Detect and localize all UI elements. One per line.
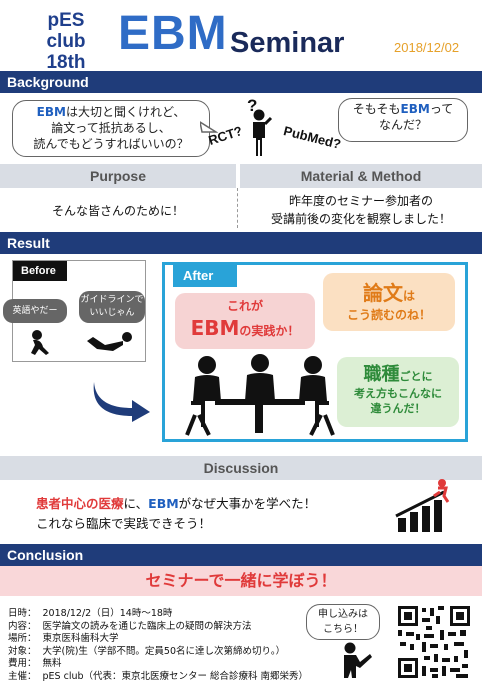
info-row: 内容： 医学論文の読みを通じた臨床上の疑問の解決方法 — [8, 621, 328, 634]
info-label: 費用： — [8, 658, 37, 669]
bubble-text: って — [429, 102, 454, 116]
bubble-text: 論 — [362, 281, 383, 305]
after-bubble-3: 職種ごとに 考え方もこんなに 違うんだ！ — [337, 357, 459, 427]
info-label: 対象： — [8, 645, 37, 657]
growth-chart-icon — [395, 479, 450, 532]
bubble-text: こちら！ — [323, 624, 363, 635]
qr-code-icon[interactable] — [396, 604, 472, 680]
club-edition: 18th — [46, 52, 86, 73]
before-bubble-1: 英語やだー — [3, 299, 67, 323]
meeting-people-icon — [185, 354, 335, 436]
crouching-person-icon — [31, 330, 49, 355]
info-row: 主催： pES club（代表：東京北医療センター 総合診療科 南郷栄秀） — [8, 671, 328, 684]
banner-text: セミナーで一緒に学ぼう！ — [145, 571, 337, 590]
method-line: 昨年度のセミナー参加者の — [288, 194, 433, 208]
info-row: 場所： 東京医科歯科大学 — [8, 633, 328, 646]
section-background: Background — [0, 71, 482, 93]
bubble-text: は大切と聞くけれど、 — [65, 105, 186, 119]
info-label: 主催： — [8, 670, 37, 682]
bubble-text: こう読むのね！ — [346, 308, 431, 322]
heading-discussion: Discussion — [0, 456, 482, 480]
bubble-text: 違うんだ！ — [370, 402, 426, 415]
question-mark: ? — [247, 96, 258, 115]
before-panel: Before 英語やだー ガイドラインで いいじゃん — [3, 260, 146, 362]
bubble-text: 考え方もこんなに — [354, 387, 442, 400]
club-line1: pES club — [46, 10, 86, 52]
before-label: Before — [13, 261, 67, 281]
bubble-text: そもそも — [352, 102, 401, 116]
after-label: After — [173, 265, 237, 287]
arrow-icon — [93, 382, 150, 422]
info-row: 対象： 大学(院)生（学部不問。定員50名に達し次第締め切り。） — [8, 646, 328, 659]
info-value: pES club（代表：東京北医療センター 総合診療科 南郷栄秀） — [42, 670, 309, 682]
method-line: 受講前後の変化を観察しました！ — [270, 212, 451, 226]
info-value: 大学(院)生（学部不問。定員50名に達し次第締め切り。） — [42, 645, 286, 657]
info-label: 日時： — [8, 608, 37, 619]
heading-purpose: Purpose — [0, 164, 236, 188]
lying-person-icon — [87, 332, 132, 351]
title-seminar: Seminar — [230, 27, 345, 59]
ebm-word: EBM — [190, 316, 240, 340]
pointing-person-icon — [344, 642, 372, 678]
bubble-text: 読んでもどうすればいいの？ — [33, 137, 189, 151]
bubble-text: 職種 — [363, 364, 400, 385]
info-value: 医学論文の読みを通じた臨床上の疑問の解決方法 — [42, 620, 252, 632]
discussion-text: 患者中心の医療に、EBMがなぜ大事かを学べた！ これなら臨床で実践できそう！ — [36, 494, 316, 534]
tag-pubmed: PubMed? — [282, 123, 343, 152]
info-row: 費用： 無料 — [8, 658, 328, 671]
after-bubble-2: 論文は こう読むのね！ — [323, 273, 455, 331]
bubble-text: なんだ？ — [378, 118, 427, 132]
bubble-text: ごとに — [399, 370, 433, 383]
bubble-text: 申し込みは — [318, 609, 368, 620]
info-value: 無料 — [42, 658, 62, 669]
ebm-word: EBM — [148, 496, 179, 511]
conclusion-banner: セミナーで一緒に学ぼう！ — [0, 566, 482, 596]
title-ebm: EBM — [118, 7, 228, 60]
info-label: 内容： — [8, 620, 37, 632]
divider — [237, 188, 239, 228]
bubble-right: そもそもEBMって なんだ？ — [338, 98, 468, 142]
info-row: 日時： 2018/12/2（日）14時～18時 — [8, 608, 328, 621]
bubble-text: 文 — [382, 281, 403, 305]
bubble-text: 論文って抵抗あるし、 — [51, 121, 171, 135]
bubble-text: の実践か！ — [239, 324, 300, 338]
highlight-red: 患者中心の医療 — [36, 496, 124, 511]
info-label: 場所： — [8, 633, 37, 644]
bubble-text: ガイドラインで — [80, 295, 144, 305]
bubble-text: いいじゃん — [89, 308, 135, 318]
event-info: 日時： 2018/12/2（日）14時～18時 内容： 医学論文の読みを通じた臨床上… — [8, 608, 328, 683]
bubble-text: これが — [226, 299, 263, 313]
bubble-text: は — [402, 289, 415, 303]
method-text: 昨年度のセミナー参加者の 受講前後の変化を観察しました！ — [240, 192, 482, 228]
purpose-text: そんな皆さんのために！ — [51, 204, 184, 218]
info-value: 2018/12/2（日）14時～18時 — [42, 608, 173, 619]
before-bubble-2: ガイドラインで いいじゃん — [79, 291, 145, 323]
discussion-part: に、 — [123, 496, 149, 511]
event-date: 2018/12/02 — [394, 40, 460, 55]
heading-method: Material & Method — [240, 164, 482, 188]
info-value: 東京医科歯科大学 — [42, 633, 119, 644]
after-panel: After これが EBMの実践か！ 論文は こう読むのね！ 職種ごとに 考え方… — [162, 262, 468, 442]
apply-bubble: 申し込みは こちら！ — [306, 604, 380, 640]
ebm-word: EBM — [400, 102, 430, 116]
club-name: pES club 18th — [26, 10, 106, 73]
section-result: Result — [0, 232, 482, 254]
discussion-part: がなぜ大事かを学べた！ — [178, 496, 317, 511]
after-bubble-1: これが EBMの実践か！ — [175, 293, 315, 349]
thinking-person-icon — [253, 109, 273, 156]
discussion-line: これなら臨床で実践できそう！ — [36, 516, 212, 531]
ebm-word: EBM — [36, 105, 66, 119]
bubble-left: EBMは大切と聞くけれど、 論文って抵抗あるし、 読んでもどうすればいいの？ — [12, 100, 210, 157]
bubble-tail-icon — [200, 121, 218, 133]
section-conclusion: Conclusion — [0, 544, 482, 566]
